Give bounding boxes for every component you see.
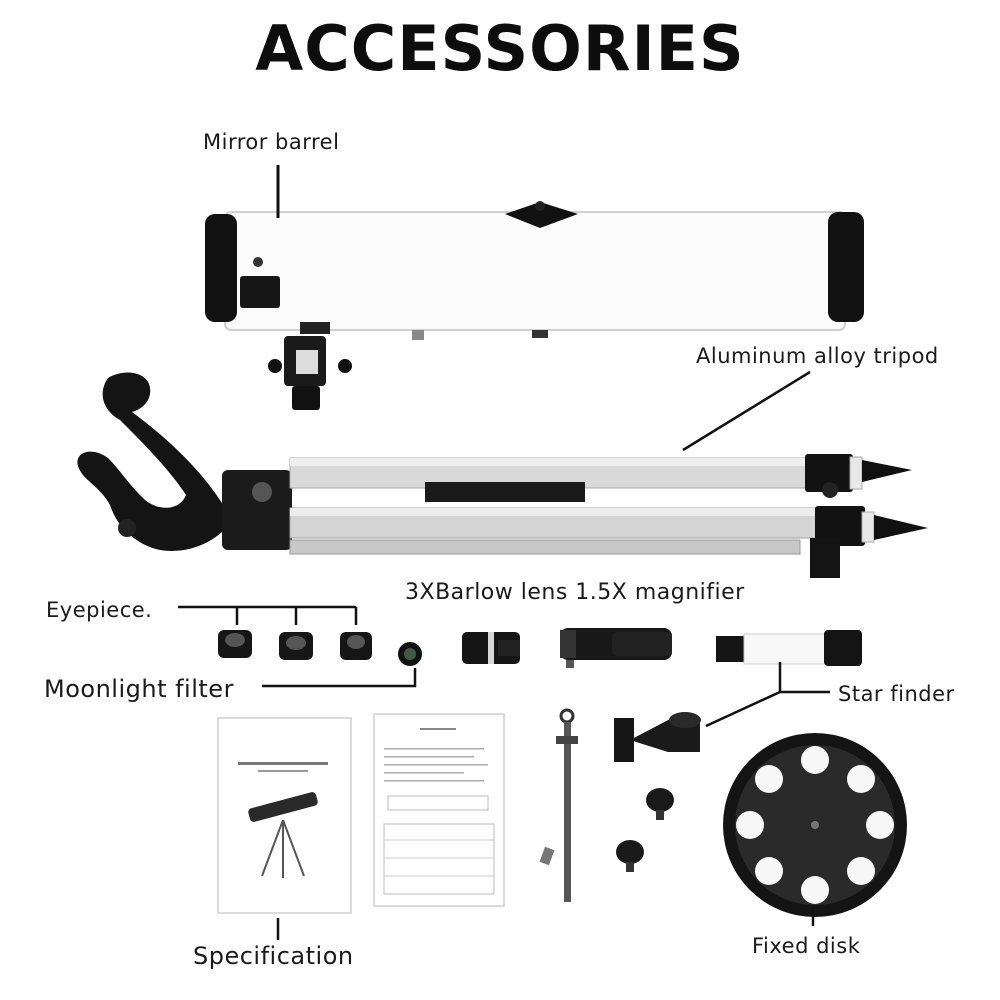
star-finder-pointer-bracket (705, 690, 781, 728)
fixed-disk-image (723, 733, 907, 917)
magnifier-image (560, 628, 672, 668)
eyepiece-images (218, 630, 372, 660)
label-specification: Specification (193, 942, 354, 970)
tripod-pointer (682, 370, 811, 452)
label-tripod: Aluminum alloy tripod (696, 344, 939, 368)
label-fixed-disk: Fixed disk (752, 934, 861, 958)
label-moonlight-filter: Moonlight filter (44, 675, 234, 703)
barlow-lens-image (462, 632, 520, 664)
star-finder-image (614, 630, 862, 762)
label-barlow-lens: 3XBarlow lens 1.5X magnifier (405, 580, 745, 605)
page-title: ACCESSORIES (255, 12, 745, 85)
mirror-barrel-image (205, 201, 864, 410)
label-mirror-barrel: Mirror barrel (203, 130, 340, 154)
star-finder-pointer (778, 662, 830, 694)
specification-booklets (217, 713, 505, 914)
eyepiece-pointer (178, 605, 358, 625)
label-eyepiece: Eyepiece. (46, 598, 153, 622)
tripod-image (77, 372, 928, 578)
hardware-parts (539, 708, 674, 902)
label-star-finder: Star finder (838, 682, 955, 706)
moonlight-filter-image (398, 642, 422, 666)
moonlight-filter-pointer (262, 668, 417, 688)
